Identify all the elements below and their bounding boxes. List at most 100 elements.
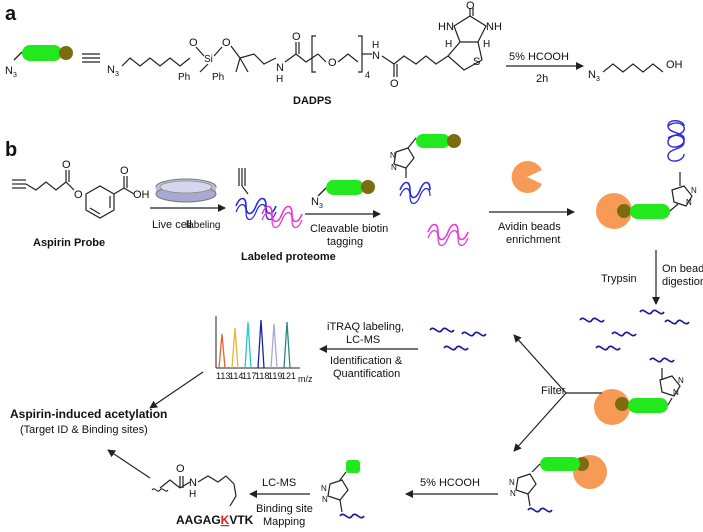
cleavage-time: 2h: [536, 73, 548, 85]
step-lcms: LC-MS: [262, 477, 296, 489]
cleavage-reagent: 5% HCOOH: [509, 51, 569, 63]
released-peptides: [429, 327, 487, 351]
labeled-proteome-helices: [235, 168, 303, 229]
probe-name: Aspirin Probe: [33, 237, 105, 249]
step-live-cell-a: Live cell: [152, 219, 192, 231]
triazole-n1: N: [390, 151, 396, 160]
step-click-2: tagging: [327, 236, 363, 248]
step-idq-1: Identification &: [330, 355, 403, 367]
biotin-h2: H: [483, 39, 490, 50]
step-live-cell-b: labeling: [186, 220, 220, 231]
triazole-n2: N: [391, 163, 397, 172]
peptide-o: O: [176, 463, 185, 475]
product-azide-sub: 3: [596, 76, 600, 83]
product-oh: OH: [666, 59, 683, 71]
linker-h2: H: [372, 40, 379, 51]
ms-peak-117: [244, 321, 252, 369]
cleaved-bead-complex: N N: [509, 455, 607, 513]
ms-tick-119: 119: [268, 371, 282, 381]
step-click-1: Cleavable biotin: [310, 223, 388, 235]
biotin-h1: H: [445, 39, 452, 50]
mapping-to-result-arrow: [107, 449, 151, 479]
linker-h1: H: [276, 74, 283, 85]
linker-o1: O: [189, 37, 198, 49]
cleaved-n2: N: [510, 489, 516, 498]
linker-si: Si: [204, 54, 213, 65]
linker-n2: N: [372, 50, 380, 62]
linker-o-amide2: O: [390, 78, 399, 90]
biotin-nh: NH: [486, 21, 502, 33]
ms-peak-113: [218, 333, 226, 369]
digested-n1: N: [673, 388, 679, 397]
probe-oh: OH: [133, 189, 150, 201]
click-azide: N: [311, 196, 319, 208]
ms-to-result-arrow: [149, 371, 204, 409]
filter-label: Filter: [541, 385, 566, 397]
step-site-2: Mapping: [263, 516, 305, 528]
ms-peak-119: [270, 323, 278, 369]
biotin-s: S: [473, 56, 480, 68]
peptide-n1: N: [321, 484, 327, 493]
linker-o-amide1: O: [292, 31, 301, 43]
peptide-seq-post: VTK: [229, 513, 253, 527]
linker-n1: N: [276, 62, 284, 74]
step-site-1: Binding site: [256, 503, 313, 515]
ms-unit: m/z: [298, 374, 313, 384]
ms-tick-117: 117: [242, 371, 256, 381]
product-azide: N: [588, 69, 596, 81]
probe-o2: O: [74, 189, 83, 201]
peg-oxygen: O: [328, 57, 337, 69]
step-idq-2: Quantification: [333, 368, 400, 380]
petri-dish-icon: [155, 178, 217, 203]
peg-repeat: 4: [365, 70, 370, 80]
aspirin-probe-structure: O O O OH Aspirin Probe: [12, 159, 150, 249]
biotin-o: O: [466, 0, 475, 12]
digested-n2: N: [678, 376, 684, 385]
cleavable-biotin-tag-icon: N 3: [5, 45, 73, 79]
peptide-n: N: [189, 477, 197, 489]
probe-o1: O: [62, 159, 71, 171]
cleaved-peptide: N N: [321, 460, 365, 519]
dadps-linker-structure: N 3 O Si Ph Ph O N H O O 4: [107, 0, 502, 107]
peptide-seq-site: K: [221, 513, 230, 527]
step-hcooh: 5% HCOOH: [420, 477, 480, 489]
avidin-bead-pacman-icon: [511, 160, 542, 193]
step-trypsin: Trypsin: [601, 273, 637, 285]
tag-azide-label: N: [5, 65, 13, 77]
ms-peak-118: [257, 319, 265, 369]
peptide-n2: N: [322, 495, 328, 504]
ms-tick-118: 118: [255, 371, 269, 381]
click-azide-sub: 3: [319, 203, 323, 210]
linker-name: DADPS: [293, 95, 332, 107]
panel-a: a N 3 N 3 O Si Ph Ph O: [5, 0, 683, 107]
cleavage-product: N 3 OH: [588, 59, 683, 83]
step-digest-2: digestion: [662, 276, 703, 288]
probe-o3: O: [120, 165, 129, 177]
panel-b-label: b: [5, 139, 17, 161]
ms-tick-121: 121: [281, 371, 296, 381]
linker-o2: O: [222, 37, 231, 49]
cleaved-n1: N: [509, 478, 515, 487]
linker-ph1: Ph: [178, 72, 190, 83]
acetylated-peptide: O N H AAGAGKVTK: [151, 463, 254, 527]
step-digest-1: On beads: [662, 263, 703, 275]
complex-n1: N: [686, 198, 692, 207]
result-title: Aspirin-induced acetylation: [10, 407, 167, 421]
filter-arrow-up: [513, 334, 567, 394]
equivalence-sign: [82, 53, 100, 63]
result-sub: (Target ID & Binding sites): [20, 424, 148, 436]
ms-peak-121: [283, 321, 291, 369]
peptide-h: H: [189, 489, 196, 500]
linker-ph2: Ph: [212, 72, 224, 83]
ms-tick-114: 114: [229, 371, 243, 381]
tag-azide-sub: 3: [13, 72, 17, 79]
digested-bead-complex: N N: [579, 309, 690, 425]
panel-a-label: a: [5, 3, 17, 25]
panel-b: b O O O OH Aspirin Probe: [5, 120, 703, 528]
linker-azide-sub: 3: [115, 71, 119, 78]
complex-n2: N: [691, 186, 697, 195]
step-itraq-2: LC-MS: [346, 334, 380, 346]
step-avidin-1: Avidin beads: [498, 221, 561, 233]
